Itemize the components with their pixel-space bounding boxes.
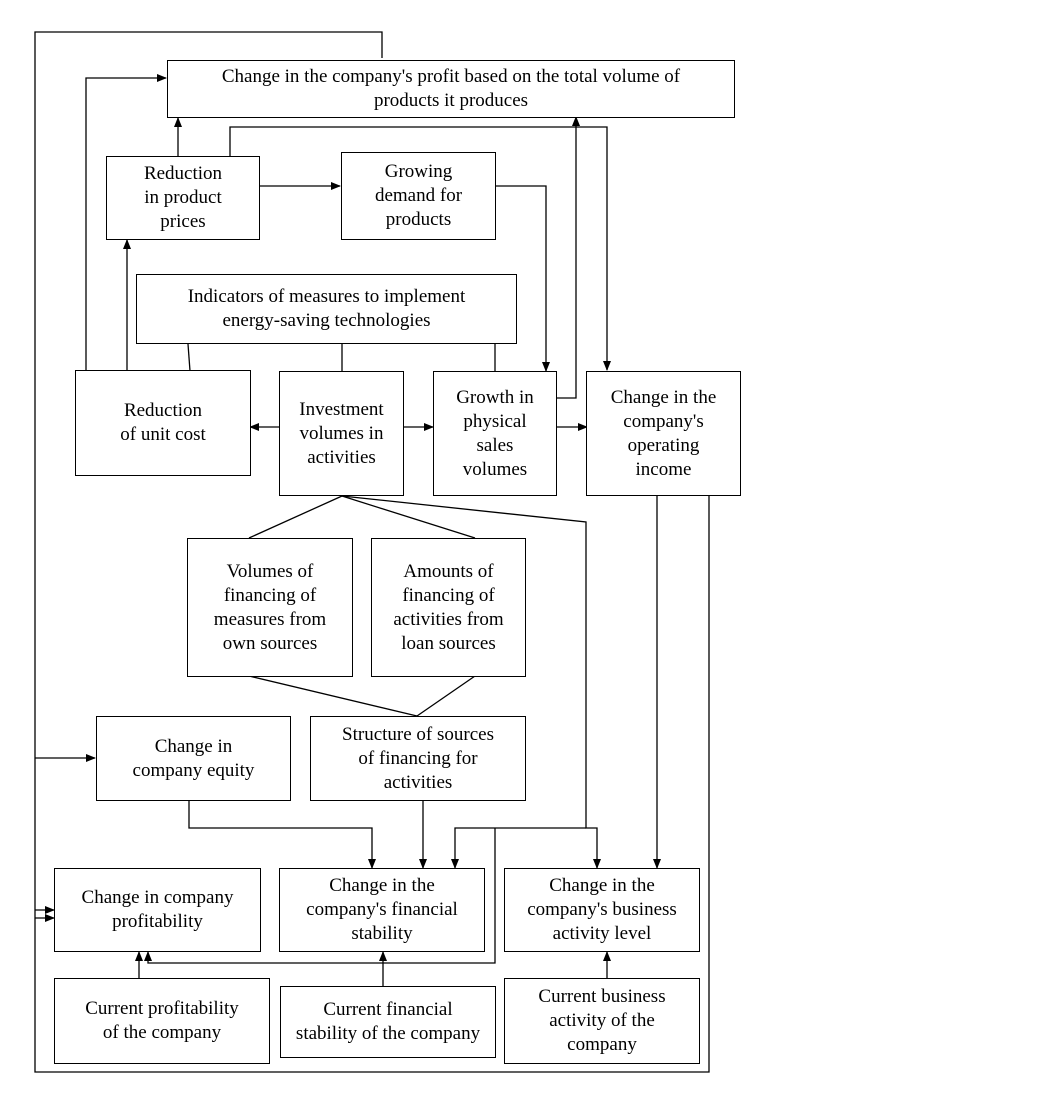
arrow-junction-to-stability (451, 827, 586, 869)
node-own-sources: Volumes of financing of measures from ow… (187, 538, 353, 677)
node-operating-income: Change in the company's operating income (586, 371, 741, 496)
arrow-demand-to-sales (496, 185, 550, 372)
arrow-equity-to-stability (188, 800, 376, 869)
node-growing-demand: Growing demand for products (341, 152, 496, 240)
node-reduction-unit-cost: Reduction of unit cost (75, 370, 251, 476)
arrow-junction-to-profitability (144, 828, 496, 964)
outer-loop-line (34, 31, 710, 1073)
node-profit-total-volume: Change in the company's profit based on … (167, 60, 735, 118)
node-loan-sources: Amounts of financing of activities from … (371, 538, 526, 677)
node-indicators: Indicators of measures to implement ener… (136, 274, 517, 344)
line-indicators-unitcost (187, 343, 191, 372)
arrow-sales-to-profit (556, 116, 580, 399)
line-investment-own (248, 495, 343, 539)
node-financial-stability-change: Change in the company's financial stabil… (279, 868, 485, 952)
node-company-equity: Change in company equity (96, 716, 291, 801)
node-business-activity-change: Change in the company's business activit… (504, 868, 700, 952)
line-loan-structure (416, 675, 476, 717)
node-current-financial-stability: Current financial stability of the compa… (280, 986, 496, 1058)
node-reduction-prices: Reduction in product prices (106, 156, 260, 240)
node-growth-sales: Growth in physical sales volumes (433, 371, 557, 496)
line-own-structure (248, 675, 418, 717)
node-current-profitability: Current profitability of the company (54, 978, 270, 1064)
line-investment-loan (341, 495, 476, 539)
node-structure-sources: Structure of sources of financing for ac… (310, 716, 526, 801)
arrow-unitcost-to-profit (85, 74, 167, 370)
node-current-business-activity: Current business activity of the company (504, 978, 700, 1064)
node-profitability-change: Change in company profitability (54, 868, 261, 952)
arrow-prices-to-income (229, 126, 611, 371)
node-investment-volumes: Investment volumes in activities (279, 371, 404, 496)
